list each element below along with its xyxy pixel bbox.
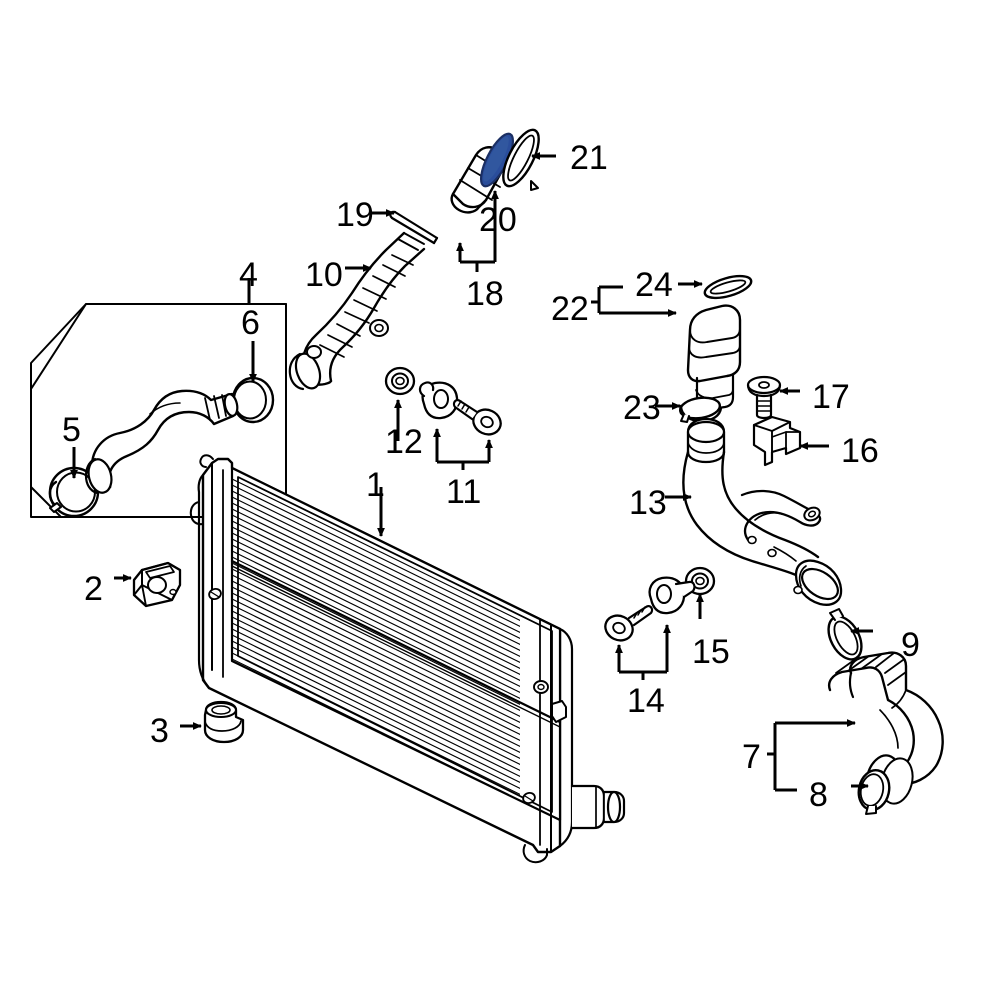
part-14-bracket-bolt [604, 576, 696, 642]
callout-label-8: 8 [809, 776, 828, 814]
callout-label-19: 19 [336, 196, 374, 234]
callout-label-17: 17 [812, 378, 850, 416]
callout-label-6: 6 [241, 304, 260, 342]
part-3-bushing [203, 700, 245, 744]
callout-label-14: 14 [627, 682, 665, 720]
part-22-hose [686, 304, 742, 411]
part-11-bracket-bolt [418, 381, 502, 436]
part-4-hose [84, 389, 239, 495]
callout-label-15: 15 [692, 633, 730, 671]
callout-label-4: 4 [239, 256, 258, 294]
part-6-clamp [231, 376, 275, 424]
callout-label-24: 24 [635, 266, 673, 304]
callout-leaders [70, 152, 873, 790]
part-23-clamp [678, 396, 723, 423]
part-21-oring [502, 128, 540, 191]
callout-label-22: 22 [551, 290, 589, 328]
bracket-11 [433, 428, 493, 470]
callout-label-1: 1 [366, 466, 385, 504]
callout-label-9: 9 [901, 626, 920, 664]
callout-label-18: 18 [466, 275, 504, 313]
bracket-22 [591, 285, 677, 317]
bracket-14 [615, 624, 671, 680]
bracket-7 [767, 719, 856, 792]
part-13-duct [682, 417, 843, 606]
callout-label-13: 13 [629, 484, 667, 522]
callout-label-10: 10 [305, 256, 343, 294]
callout-label-23: 23 [623, 389, 661, 427]
part-12-grommet [384, 366, 416, 396]
callout-label-5: 5 [62, 411, 81, 449]
callout-label-20: 20 [479, 201, 517, 239]
callout-label-21: 21 [570, 139, 608, 177]
part-1-intercooler [189, 454, 626, 864]
callout-label-11: 11 [446, 473, 482, 511]
part-17-screw [746, 375, 782, 420]
part-8-clamp [857, 768, 891, 815]
callout-label-2: 2 [84, 570, 103, 608]
bracket-18 [456, 190, 499, 272]
part-24-oring [703, 274, 753, 300]
part-2-bracket [132, 561, 182, 608]
part-16-sensor [752, 415, 802, 467]
callout-label-3: 3 [150, 712, 169, 750]
callout-label-12: 12 [385, 423, 423, 461]
callout-label-16: 16 [841, 432, 879, 470]
callout-label-7: 7 [742, 738, 761, 776]
